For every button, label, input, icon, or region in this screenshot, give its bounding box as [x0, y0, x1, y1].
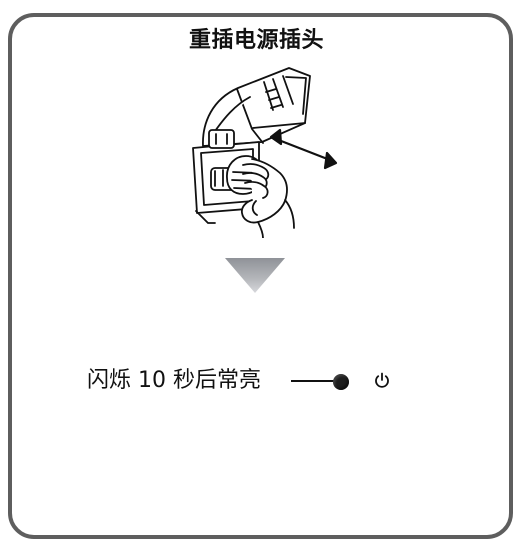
status-row: 闪烁 10 秒后常亮: [0, 365, 513, 397]
power-symbol-icon: [375, 372, 389, 388]
instruction-title: 重插电源插头: [188, 28, 324, 53]
socket-plug-illustration-icon: [192, 67, 338, 238]
downward-triangle-arrow-icon: [225, 258, 285, 293]
led-indicator-icon: [333, 374, 349, 390]
leader-line: [291, 380, 336, 382]
status-text: 闪烁 10 秒后常亮: [87, 368, 261, 393]
